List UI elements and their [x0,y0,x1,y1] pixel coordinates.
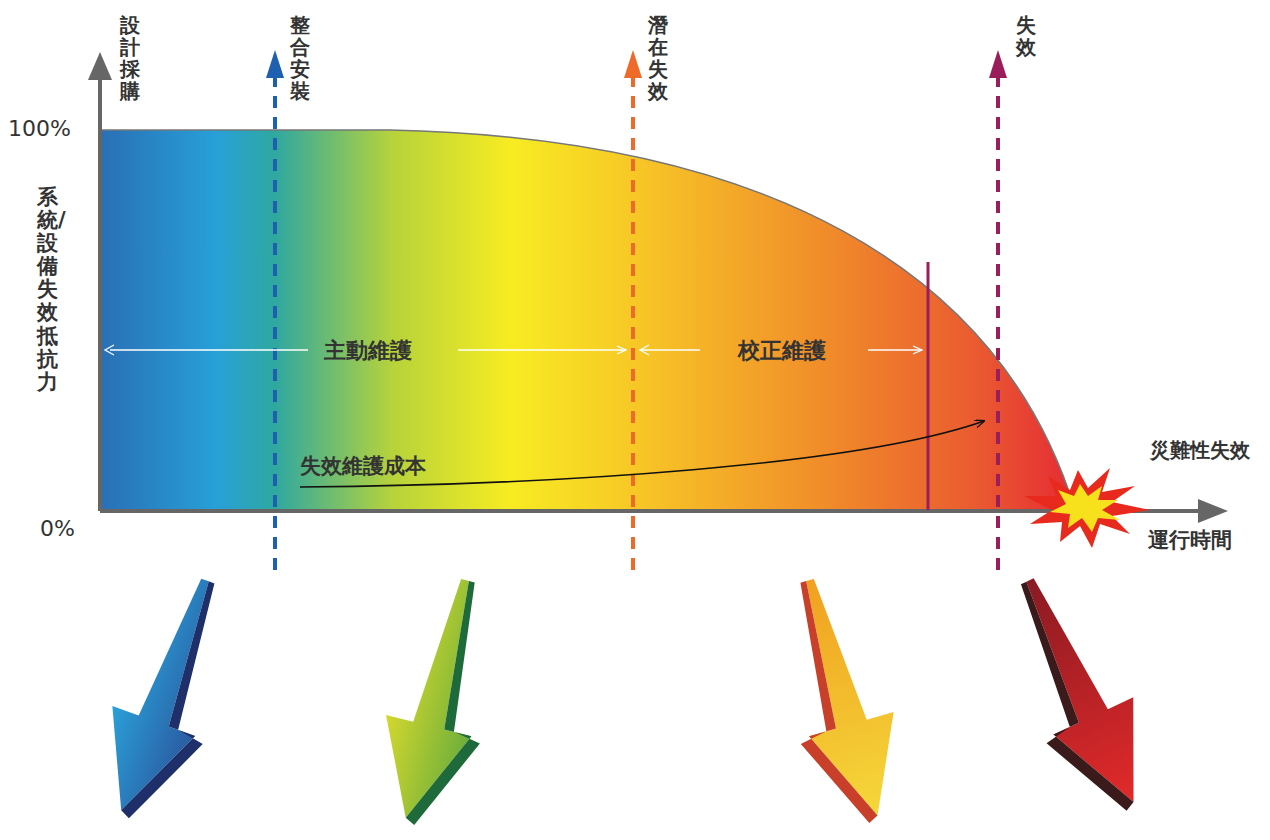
axis-title: 運行時間 [1148,526,1232,554]
axis-title: 系統/設備失效抵抗力 [37,186,58,394]
cost-label: 失效維護成本 [300,452,426,480]
axis-tick: 0% [40,516,75,541]
span-label: 主動維護 [324,336,412,366]
span-label: 校正維護 [738,336,826,366]
phase-label: 整合安裝 [290,14,310,102]
phase-label: 設計採購 [120,14,140,102]
axis-tick: 100% [8,116,71,141]
phase-label: 失效 [1016,14,1036,58]
event-label: 災難性失效 [1150,437,1250,464]
phase-label: 潛在失效 [648,14,668,102]
